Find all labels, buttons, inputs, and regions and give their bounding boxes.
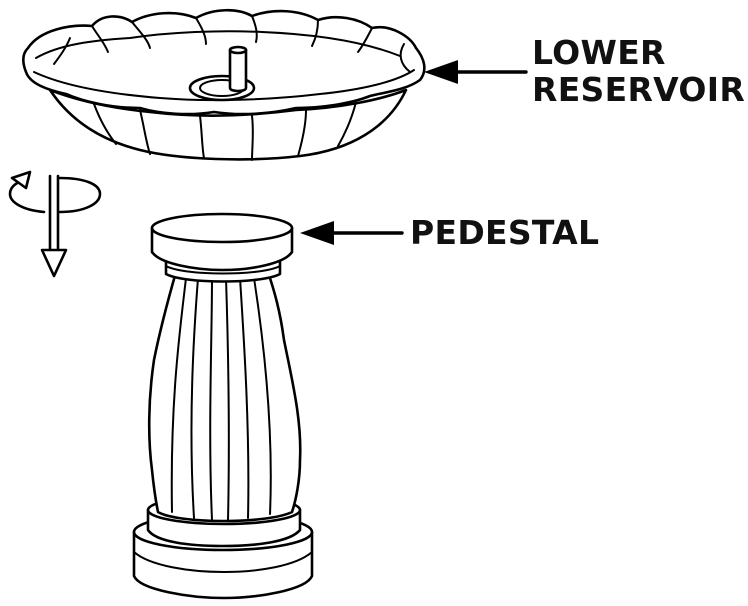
lower-reservoir-label-line2: RESERVOIR [532, 70, 746, 109]
pedestal-column [132, 212, 314, 600]
lower-reservoir-label-line1: LOWER [532, 33, 666, 72]
reservoir-pointer-arrow-icon [424, 60, 528, 84]
lower-reservoir-bowl [21, 8, 426, 161]
rotate-down-arrow-icon [8, 170, 102, 278]
pedestal-label: PEDESTAL [410, 213, 600, 252]
pedestal-pointer-arrow-icon [300, 221, 404, 245]
